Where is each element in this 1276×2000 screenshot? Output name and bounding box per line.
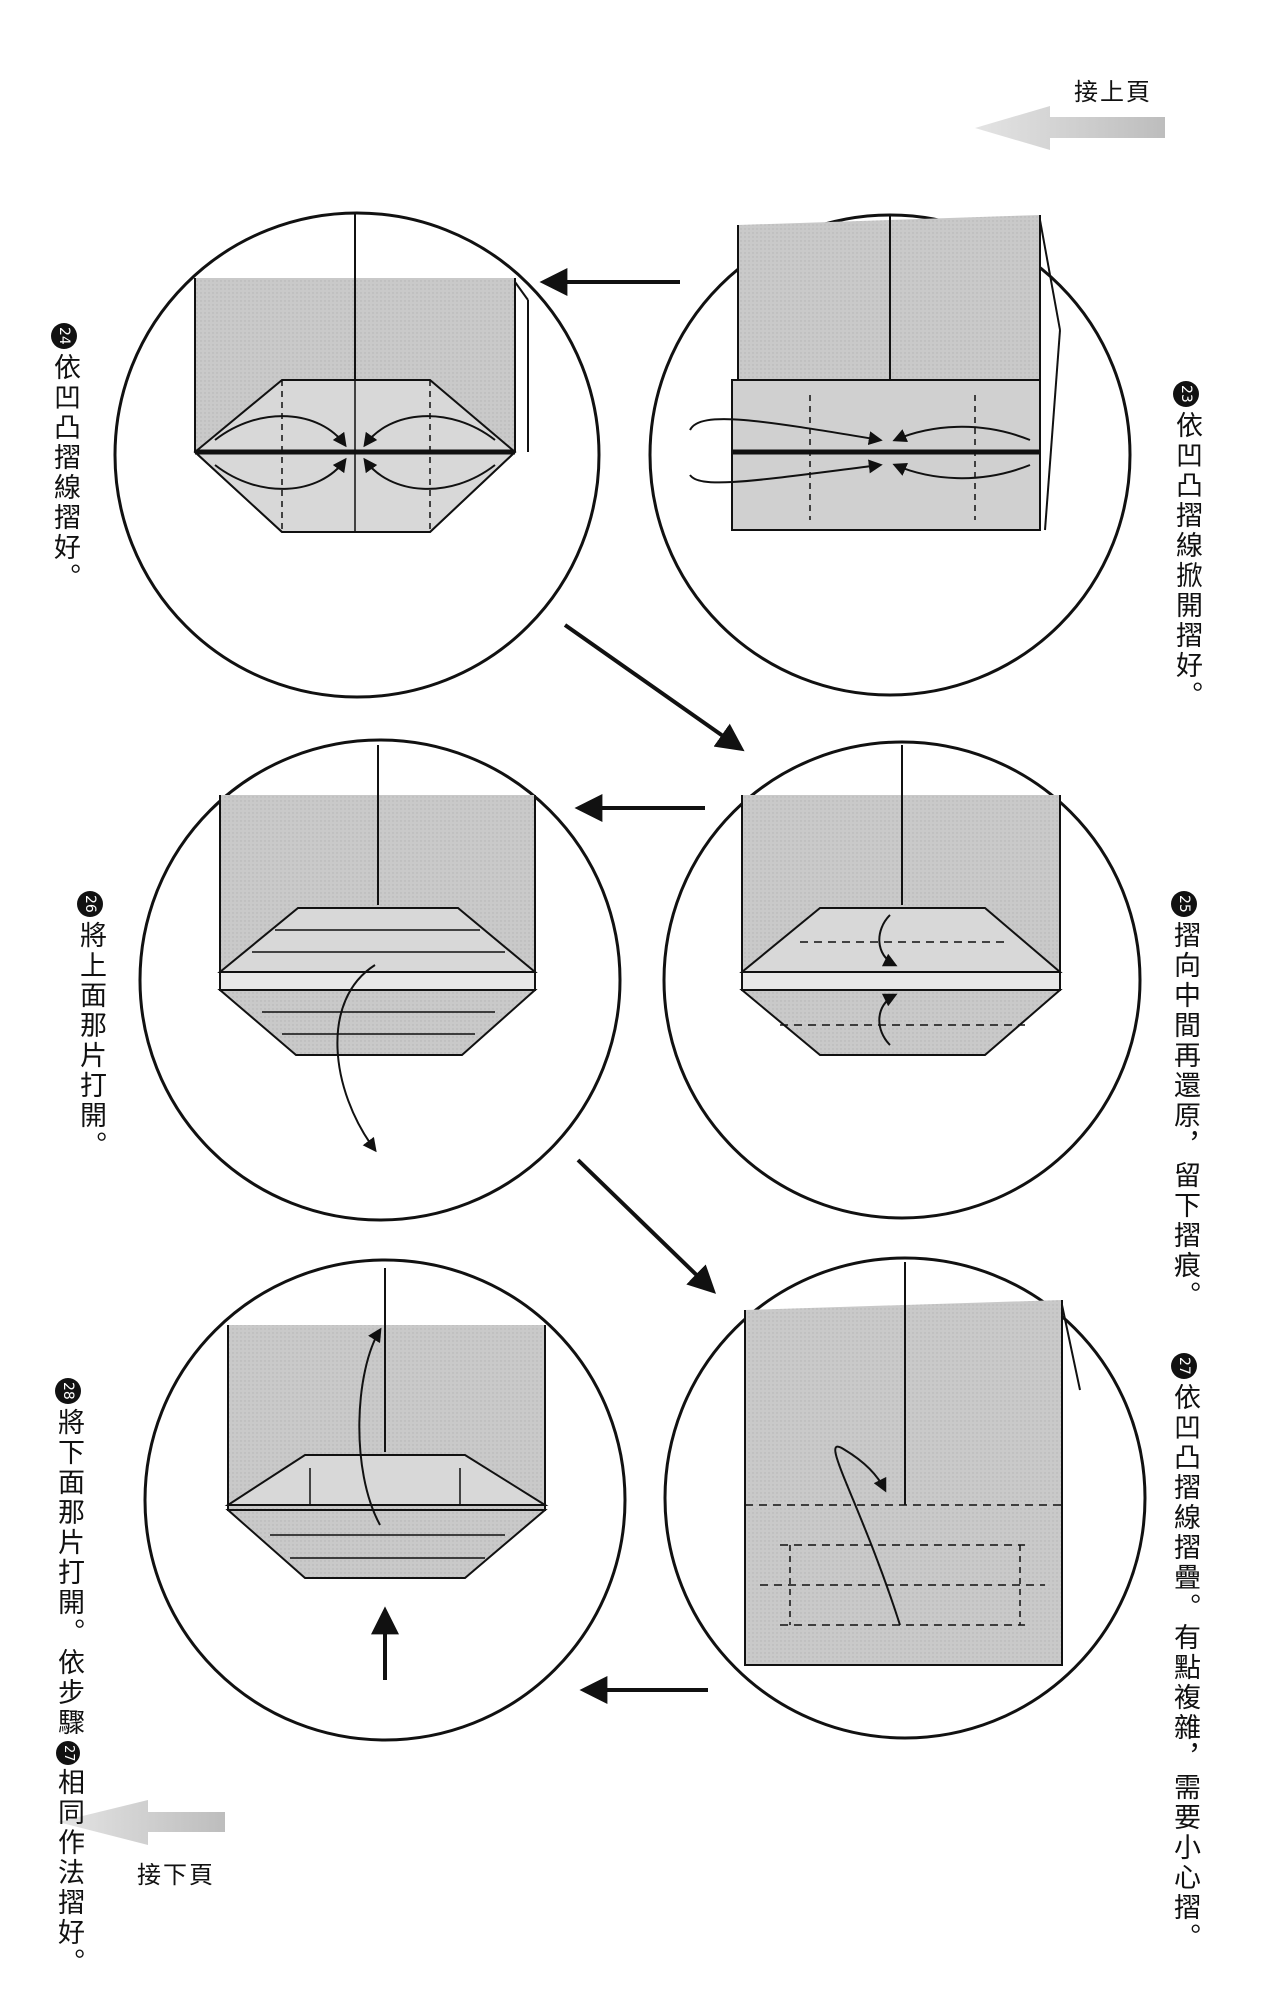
step-26-diagram — [138, 738, 622, 1222]
step-25-text: 摺向中間再還原，留下摺痕。 — [1169, 921, 1200, 1312]
step-23-caption: 23 依凹凸摺線掀開摺好。 — [1170, 358, 1234, 711]
step-23-diagram — [648, 213, 1132, 697]
step-23-text: 依凹凸摺線掀開摺好。 — [1171, 411, 1202, 712]
step-26-text: 將上面那片打開。 — [75, 921, 106, 1162]
prev-page-label: 接上頁 — [1074, 78, 1152, 106]
prev-page-arrow-icon — [975, 106, 1165, 150]
step-26-number: 26 — [77, 891, 103, 918]
step-26-caption: 26 將上面那片打開。 — [74, 868, 138, 1161]
step-24-caption: 24 依凹凸摺線摺好。 — [48, 300, 112, 593]
step-28-number: 28 — [55, 1378, 81, 1405]
flow-arrow-26-to-27 — [576, 1158, 717, 1294]
step-28-caption: 28 將下面那片打開。依步驟27相同作法摺好。 — [52, 1355, 116, 1978]
next-page-label: 接下頁 — [137, 1861, 215, 1889]
step-27-caption: 27 依凹凸摺線摺疊。有點複雜，需要小心摺。 — [1168, 1330, 1232, 1953]
next-page-arrow-icon — [58, 1800, 225, 1845]
step-24-number: 24 — [51, 323, 77, 350]
step-25-number: 25 — [1171, 891, 1197, 918]
step-23-number: 23 — [1173, 381, 1199, 408]
step-25-caption: 25 摺向中間再還原，留下摺痕。 — [1168, 868, 1232, 1311]
flow-arrow-24-to-25 — [563, 623, 745, 752]
step-27-diagram — [663, 1256, 1147, 1740]
step-28-diagram — [143, 1258, 627, 1742]
step-28-text-a: 將下面那片打開。依步驟 — [53, 1408, 84, 1739]
step-27-number: 27 — [1171, 1353, 1197, 1380]
step-27-text: 依凹凸摺線摺疊。有點複雜，需要小心摺。 — [1169, 1383, 1200, 1954]
step-24-text: 依凹凸摺線摺好。 — [49, 353, 80, 594]
step-24-diagram — [113, 211, 601, 699]
step-28-ref-number: 27 — [56, 1741, 80, 1766]
step-28-text-b: 相同作法摺好。 — [53, 1768, 84, 1979]
step-25-diagram — [662, 740, 1142, 1220]
